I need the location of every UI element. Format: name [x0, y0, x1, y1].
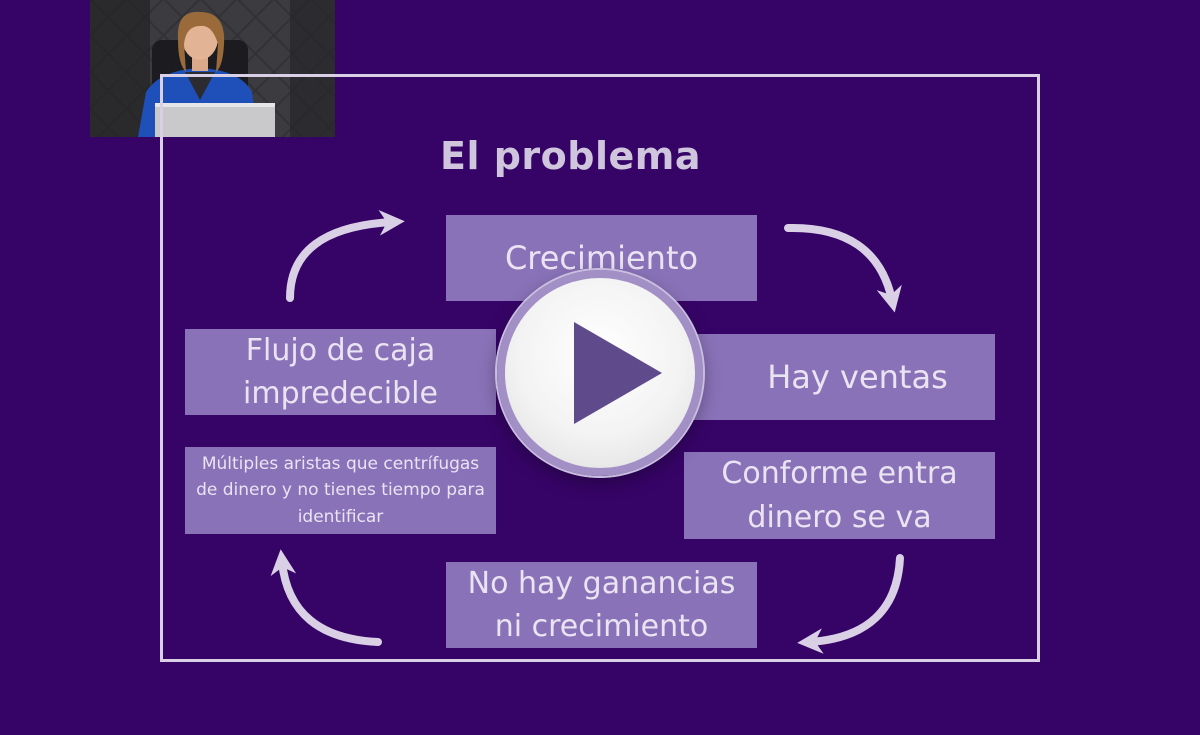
arrow-top-left: [290, 222, 392, 298]
arrow-bottom-left: [282, 562, 378, 642]
arrow-bottom-right: [810, 558, 900, 642]
play-icon: [574, 322, 662, 424]
play-button[interactable]: [497, 270, 703, 476]
arrow-top-right: [788, 228, 892, 300]
